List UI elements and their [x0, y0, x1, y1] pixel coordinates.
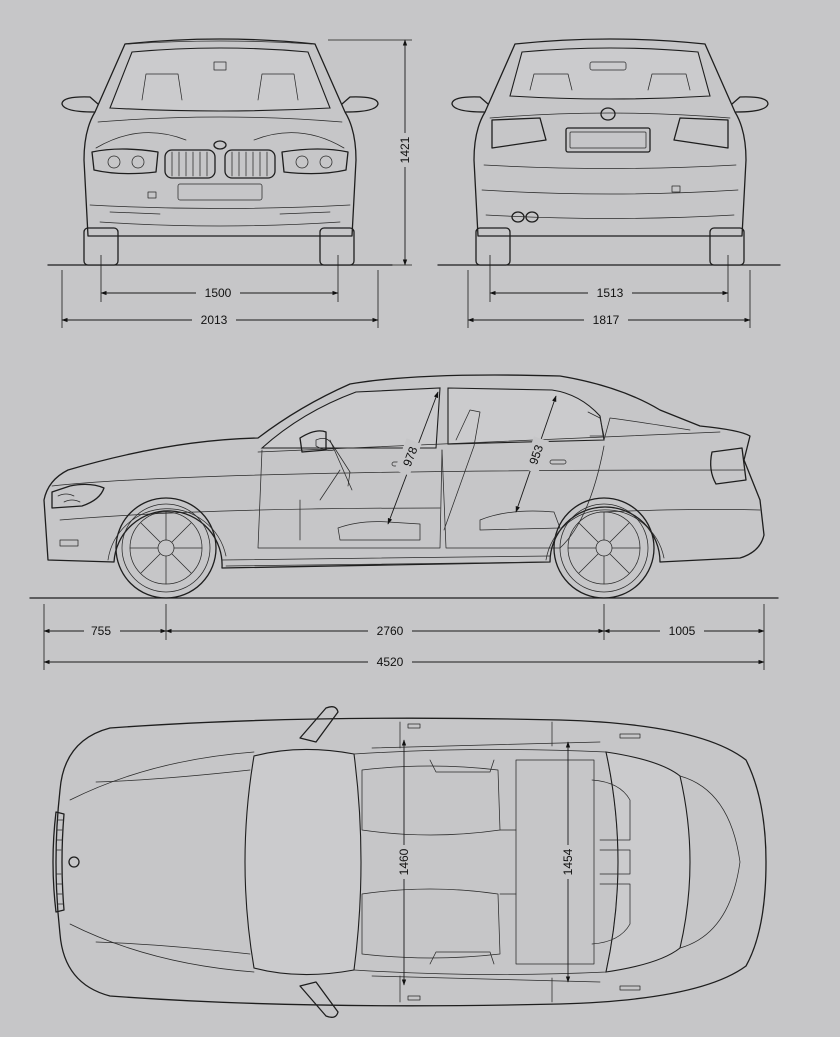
- front-interior-width-label: 1460: [397, 848, 411, 875]
- overall-length-label: 4520: [377, 655, 404, 669]
- rear-interior-width-label: 1454: [561, 848, 575, 875]
- rear-dimensions: 1513 1817: [467, 255, 751, 328]
- side-view: [29, 374, 779, 599]
- front-headroom-label: 978: [400, 444, 420, 468]
- front-overhang-label: 755: [91, 624, 111, 638]
- front-width-label: 2013: [201, 313, 228, 327]
- rear-overhang-label: 1005: [669, 624, 696, 638]
- front-view: [47, 38, 393, 266]
- side-headroom-dimensions: 978 953: [387, 391, 557, 525]
- front-track-label: 1500: [205, 286, 232, 300]
- rear-headroom-label: 953: [526, 443, 546, 467]
- rear-track-label: 1513: [597, 286, 624, 300]
- length-dimensions: 755 2760 1005 4520: [43, 604, 765, 670]
- front-dimensions: 1421 1500 2013: [61, 39, 412, 328]
- top-width-dimensions: 1460 1454: [397, 739, 575, 986]
- front-height-label: 1421: [398, 136, 412, 163]
- top-view: [52, 706, 767, 1018]
- rear-width-label: 1817: [593, 313, 620, 327]
- wheelbase-label: 2760: [377, 624, 404, 638]
- rear-view: [437, 38, 781, 266]
